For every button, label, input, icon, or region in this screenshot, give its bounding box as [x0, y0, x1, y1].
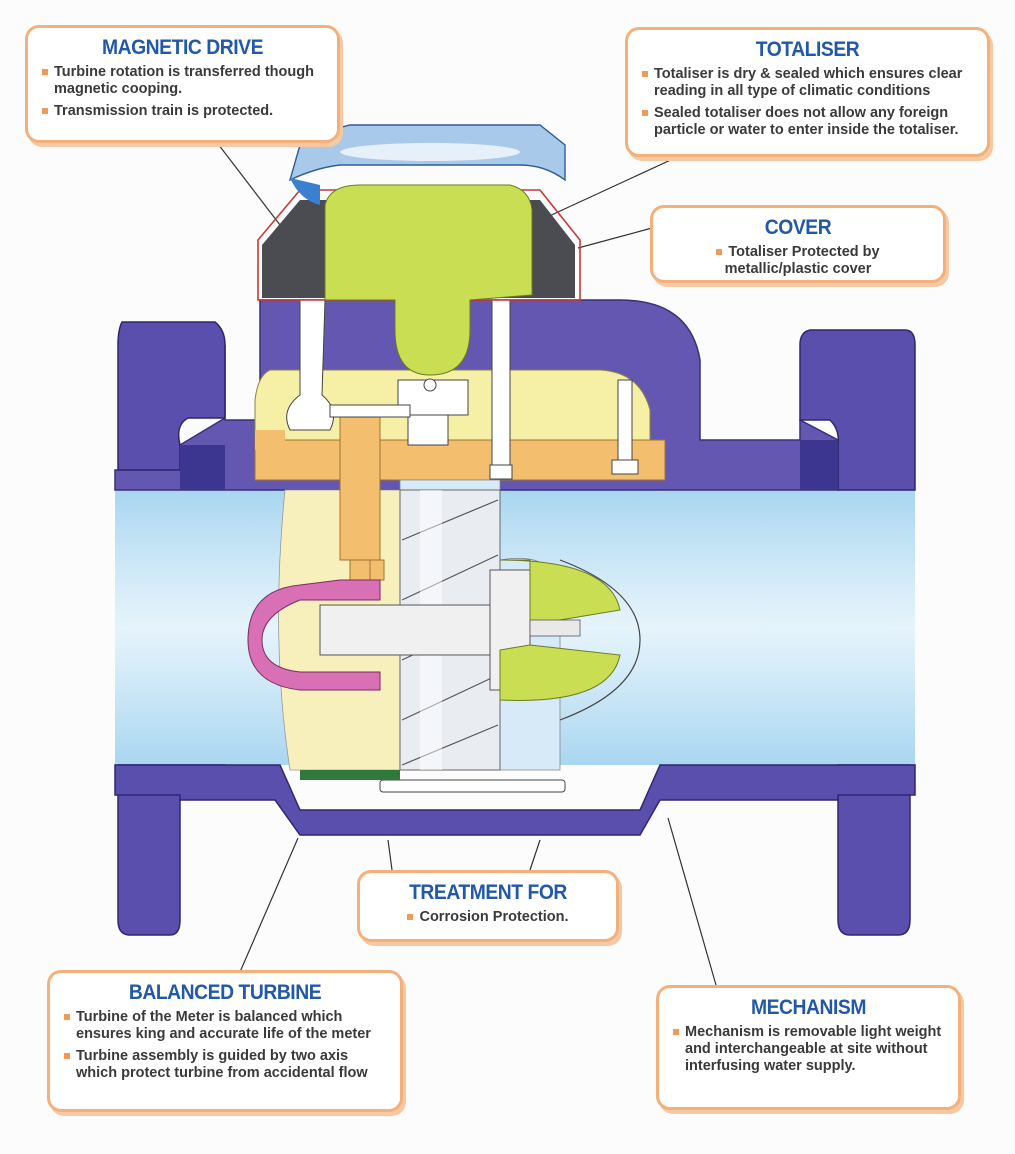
callout-bullet: Turbine of the Meter is balanced which e…	[64, 1009, 386, 1043]
callout-bullet: Totaliser is dry & sealed which ensures …	[642, 66, 973, 100]
leader-treatment-right	[529, 839, 541, 871]
callout-title: TREATMENT FOR	[409, 881, 567, 904]
gear-plate	[254, 439, 666, 481]
cover-outline	[257, 189, 581, 301]
bottom-axis	[379, 779, 566, 793]
leader-mechanism	[667, 817, 717, 986]
right-flange	[799, 329, 916, 491]
gasket-right	[800, 440, 838, 490]
leader-magnetic-drive	[214, 139, 291, 239]
callout-mechanism: MECHANISM Mechanism is removable light w…	[656, 985, 961, 1110]
callout-title: TOTALISER	[755, 38, 860, 61]
intermediate-gears	[329, 378, 469, 446]
callout-treatment: TREATMENT FOR Corrosion Protection.	[357, 870, 619, 942]
left-flange	[117, 321, 226, 471]
callout-cover: COVER Totaliser Protected by metallic/pl…	[650, 205, 946, 283]
leader-treatment-left	[387, 839, 393, 871]
callout-bullet: Mechanism is removable light weight and …	[673, 1024, 944, 1075]
callout-bullet: Turbine assembly is guided by two axis w…	[64, 1048, 386, 1082]
callout-title: COVER	[764, 216, 832, 239]
leader-cover	[577, 227, 653, 249]
callout-bullet: Corrosion Protection.	[374, 909, 602, 926]
callout-title: MAGNETIC DRIVE	[101, 36, 263, 59]
callout-title: MECHANISM	[751, 996, 866, 1019]
callout-bullet: Totaliser Protected by metallic/plastic …	[667, 244, 929, 278]
callout-bullet: Transmission train is protected.	[42, 103, 323, 120]
callout-magnetic-drive: MAGNETIC DRIVE Turbine rotation is trans…	[25, 25, 340, 143]
callout-bullet: Turbine rotation is transferred though m…	[42, 64, 323, 98]
drive-spindles	[286, 299, 639, 480]
totaliser-register	[324, 184, 533, 376]
callout-balanced-turbine: BALANCED TURBINE Turbine of the Meter is…	[47, 970, 403, 1112]
turbine-green-rotor	[499, 559, 621, 701]
callout-bullet: Sealed totaliser does not allow any fore…	[642, 105, 973, 139]
callout-title: BALANCED TURBINE	[128, 981, 322, 1004]
magnet-pink	[247, 579, 381, 691]
leader-totaliser	[544, 157, 676, 219]
leader-lines	[214, 139, 717, 986]
gasket-left	[180, 445, 225, 490]
callout-totaliser: TOTALISER Totaliser is dry & sealed whic…	[625, 27, 990, 157]
leader-balanced-turbine	[239, 837, 299, 973]
